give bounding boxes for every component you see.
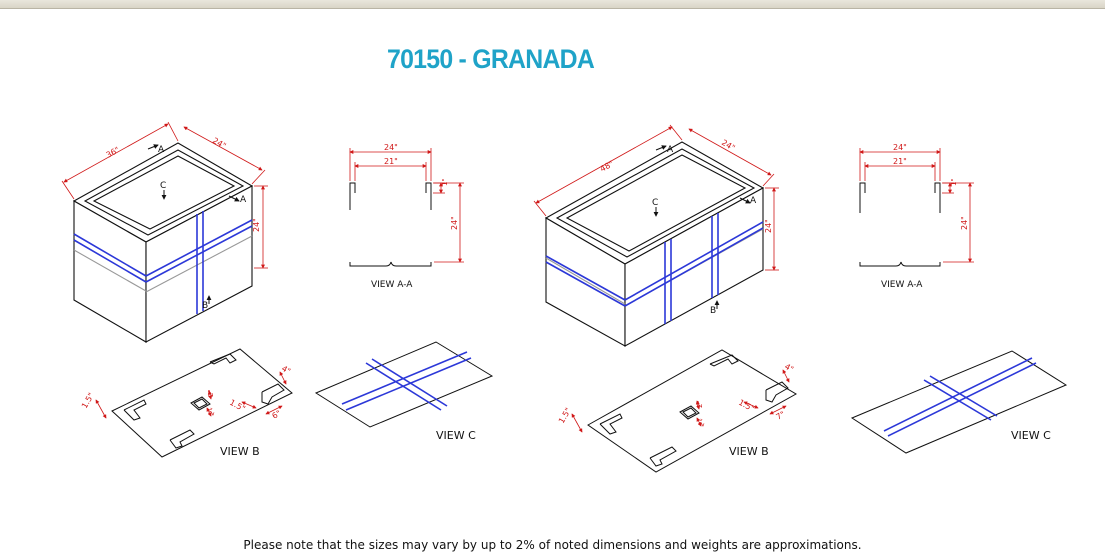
large-marker-a-top: A <box>667 145 674 155</box>
small-width-label: 36" <box>105 145 121 160</box>
small-b-label-5: 2" <box>207 389 215 397</box>
large-planter-dimensions <box>533 124 779 271</box>
large-view-a-section <box>859 182 941 267</box>
large-width-label: 48" <box>599 159 615 174</box>
large-b-label-2: 1.5" <box>737 398 756 414</box>
large-a-height-label: 24" <box>960 216 969 230</box>
large-a-rim-label: 1" <box>950 178 958 186</box>
small-a-rim-label: 1" <box>441 178 449 186</box>
large-section-markers <box>653 145 751 309</box>
small-marker-c: C <box>160 181 166 191</box>
small-view-b-dimensions <box>95 371 287 419</box>
window-top-bar <box>0 0 1105 9</box>
large-a-outer-label: 24" <box>893 143 907 152</box>
small-section-markers <box>147 144 240 304</box>
small-b-label-6: 2" <box>207 407 217 417</box>
small-b-label-3: 4" <box>280 364 292 376</box>
large-b-label-6: 2" <box>697 418 707 428</box>
large-marker-a-side: A <box>750 196 757 206</box>
small-planter-dimensions <box>61 121 268 269</box>
small-planter-straps <box>73 211 253 314</box>
large-b-label-4: 7" <box>775 410 787 422</box>
large-view-b-label: VIEW B <box>729 445 769 458</box>
large-view-a-dimensions <box>859 148 974 263</box>
small-a-inner-label: 21" <box>384 157 398 166</box>
small-b-label-4: 6" <box>271 409 283 421</box>
small-view-b-base <box>111 348 293 458</box>
large-b-label-3: 4" <box>783 362 795 374</box>
large-height-label: 24" <box>764 219 773 233</box>
large-a-inner-label: 21" <box>893 157 907 166</box>
large-view-b-dimensions <box>571 369 790 433</box>
large-b-label-1: 1.5" <box>557 406 573 425</box>
small-height-label: 24" <box>252 218 261 232</box>
large-view-b-base <box>587 349 798 473</box>
small-view-b-label: VIEW B <box>220 445 260 458</box>
small-marker-a-side: A <box>240 195 247 205</box>
disclaimer-note: Please note that the sizes may vary by u… <box>243 538 862 552</box>
small-planter-iso-box <box>72 142 254 343</box>
large-marker-c: C <box>652 198 658 208</box>
small-view-a-dimensions <box>349 148 464 263</box>
large-view-c-label: VIEW C <box>1011 429 1051 442</box>
small-view-a-label: VIEW A-A <box>371 280 413 290</box>
large-marker-b: B <box>710 306 716 316</box>
page-title: 70150 - GRANADA <box>387 44 595 74</box>
small-depth-label: 24" <box>211 136 228 151</box>
small-view-c-bottom <box>314 341 494 428</box>
small-b-label-1: 1.5" <box>80 391 96 410</box>
large-planter-straps <box>545 213 764 324</box>
small-marker-a-top: A <box>158 145 165 155</box>
large-b-label-5: 2" <box>696 400 704 408</box>
large-view-a-label: VIEW A-A <box>881 280 923 290</box>
small-marker-b: B <box>202 301 208 311</box>
large-view-c-bottom <box>850 350 1068 454</box>
large-planter-iso-box <box>544 141 765 347</box>
small-a-outer-label: 24" <box>384 143 398 152</box>
small-view-a-section <box>349 182 432 267</box>
small-view-c-label: VIEW C <box>436 429 476 442</box>
small-a-height-label: 24" <box>450 216 459 230</box>
small-b-label-2: 1.5" <box>228 398 247 414</box>
large-depth-label: 24" <box>720 138 737 153</box>
